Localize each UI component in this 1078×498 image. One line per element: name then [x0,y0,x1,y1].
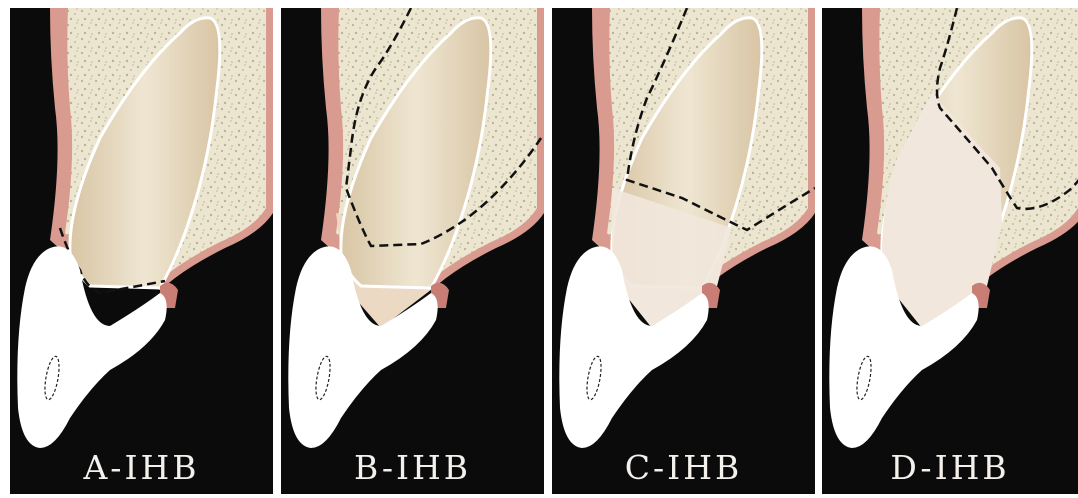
panel-b-label: B-IHB [281,448,544,488]
panel-d: D-IHB [822,8,1078,494]
panel-d-label: D-IHB [822,448,1078,488]
panel-a-label: A-IHB [10,448,273,488]
panel-c: C-IHB [552,8,815,494]
panel-a-illustration [10,8,273,494]
panel-c-label: C-IHB [552,448,815,488]
panel-b-illustration [281,8,544,494]
panel-d-illustration [822,8,1078,494]
panel-b: B-IHB [281,8,544,494]
panel-c-illustration [552,8,815,494]
panel-a: A-IHB [10,8,273,494]
